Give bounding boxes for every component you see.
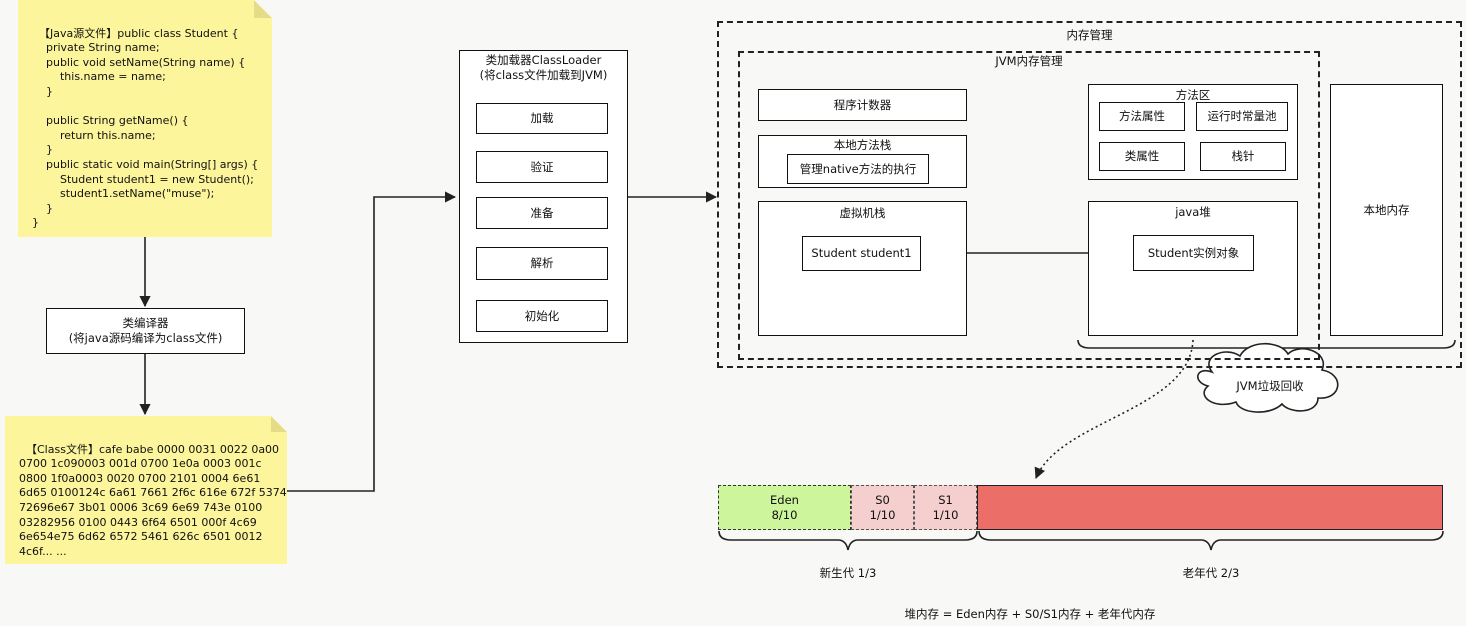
s1-region: S1 1/10 <box>914 485 977 530</box>
native-memory-box: 本地内存 <box>1330 84 1443 336</box>
program-counter-label: 程序计数器 <box>833 97 892 112</box>
step-init: 初始化 <box>476 300 608 332</box>
memory-management-area <box>717 21 1462 368</box>
gc-cloud-shape <box>1197 343 1339 413</box>
classloader-container <box>459 50 628 343</box>
classloader-desc: (将class文件加载到JVM) <box>479 68 608 82</box>
old-generation-region <box>977 485 1443 530</box>
method-attr-box: 方法属性 <box>1099 102 1185 131</box>
step-verify: 验证 <box>476 151 608 183</box>
step-verify-label: 验证 <box>530 159 554 174</box>
memory-management-title: 内存管理 <box>1066 28 1113 42</box>
class-note-fold <box>271 416 287 432</box>
s1-name: S1 <box>938 492 953 507</box>
java-heap-title: java堆 <box>1175 205 1211 219</box>
class-file-note: 【Class文件】cafe babe 0000 0031 0022 0a00 0… <box>5 416 287 564</box>
student-instance-label: Student实例对象 <box>1147 245 1240 260</box>
s1-ratio: 1/10 <box>932 507 959 522</box>
arrow-classfile-to-loader <box>287 191 457 492</box>
native-memory-label: 本地内存 <box>1363 202 1410 217</box>
eden-name: Eden <box>770 492 799 507</box>
brace-old <box>978 530 1444 551</box>
class-attr-label: 类属性 <box>1124 149 1160 163</box>
runtime-constant-pool-label: 运行时常量池 <box>1207 109 1277 123</box>
java-source-label: 【Java源文件】 <box>39 26 118 40</box>
step-resolve-label: 解析 <box>530 256 554 270</box>
program-counter-box: 程序计数器 <box>758 89 967 121</box>
java-source-code: public class Student { private String na… <box>32 26 259 230</box>
java-source-note: 【Java源文件】public class Student { private … <box>18 0 272 237</box>
eden-ratio: 8/10 <box>771 507 798 522</box>
stack-needle-label: 栈针 <box>1231 149 1255 163</box>
step-init-label: 初始化 <box>524 308 560 323</box>
old-generation-label: 老年代 2/3 <box>1182 566 1240 580</box>
brace-young <box>718 530 978 551</box>
class-file-label: 【Class文件】 <box>26 442 99 456</box>
class-attr-box: 类属性 <box>1099 142 1185 171</box>
classloader-title: 类加载器ClassLoader (将class文件加载到JVM) <box>459 53 628 83</box>
heap-formula: 堆内存 = Eden内存 + S0/S1内存 + 老年代内存 <box>904 607 1156 621</box>
student-instance-box: Student实例对象 <box>1133 235 1254 271</box>
native-method-exec-label: 管理native方法的执行 <box>799 161 917 176</box>
s0-region: S0 1/10 <box>851 485 914 530</box>
gc-label: JVM垃圾回收 <box>1236 379 1304 393</box>
method-area-title: 方法区 <box>1175 88 1211 102</box>
compiler-desc: (将java源码编译为class文件) <box>68 331 223 345</box>
step-prepare-label: 准备 <box>530 205 554 220</box>
java-note-fold <box>254 0 272 18</box>
native-method-exec-box: 管理native方法的执行 <box>787 154 929 184</box>
jvm-memory-area <box>738 51 1320 360</box>
s0-name: S0 <box>875 492 890 507</box>
step-resolve: 解析 <box>476 247 608 280</box>
class-file-content: cafe babe 0000 0031 0022 0a00 0700 1c090… <box>19 442 287 558</box>
method-attr-label: 方法属性 <box>1119 109 1165 123</box>
compiler-box: 类编译器 (将java源码编译为class文件) <box>46 308 245 354</box>
step-load: 加载 <box>476 103 608 134</box>
stack-variable-label: Student student1 <box>811 246 912 260</box>
stack-variable-box: Student student1 <box>802 236 921 271</box>
arrow-heap-to-generations <box>1034 339 1194 480</box>
stack-needle-box: 栈针 <box>1200 142 1286 171</box>
young-generation-label: 新生代 1/3 <box>819 566 877 580</box>
jvm-memory-title: JVM内存管理 <box>995 54 1063 68</box>
classloader-name: 类加载器ClassLoader <box>485 53 602 67</box>
step-load-label: 加载 <box>530 111 554 125</box>
runtime-constant-pool-box: 运行时常量池 <box>1196 102 1288 131</box>
vm-stack-title: 虚拟机栈 <box>839 206 886 220</box>
s0-ratio: 1/10 <box>869 507 896 522</box>
step-prepare: 准备 <box>476 197 608 229</box>
native-method-stack-title: 本地方法栈 <box>833 138 892 152</box>
compiler-title: 类编译器 <box>122 316 169 330</box>
eden-region: Eden 8/10 <box>718 485 851 530</box>
